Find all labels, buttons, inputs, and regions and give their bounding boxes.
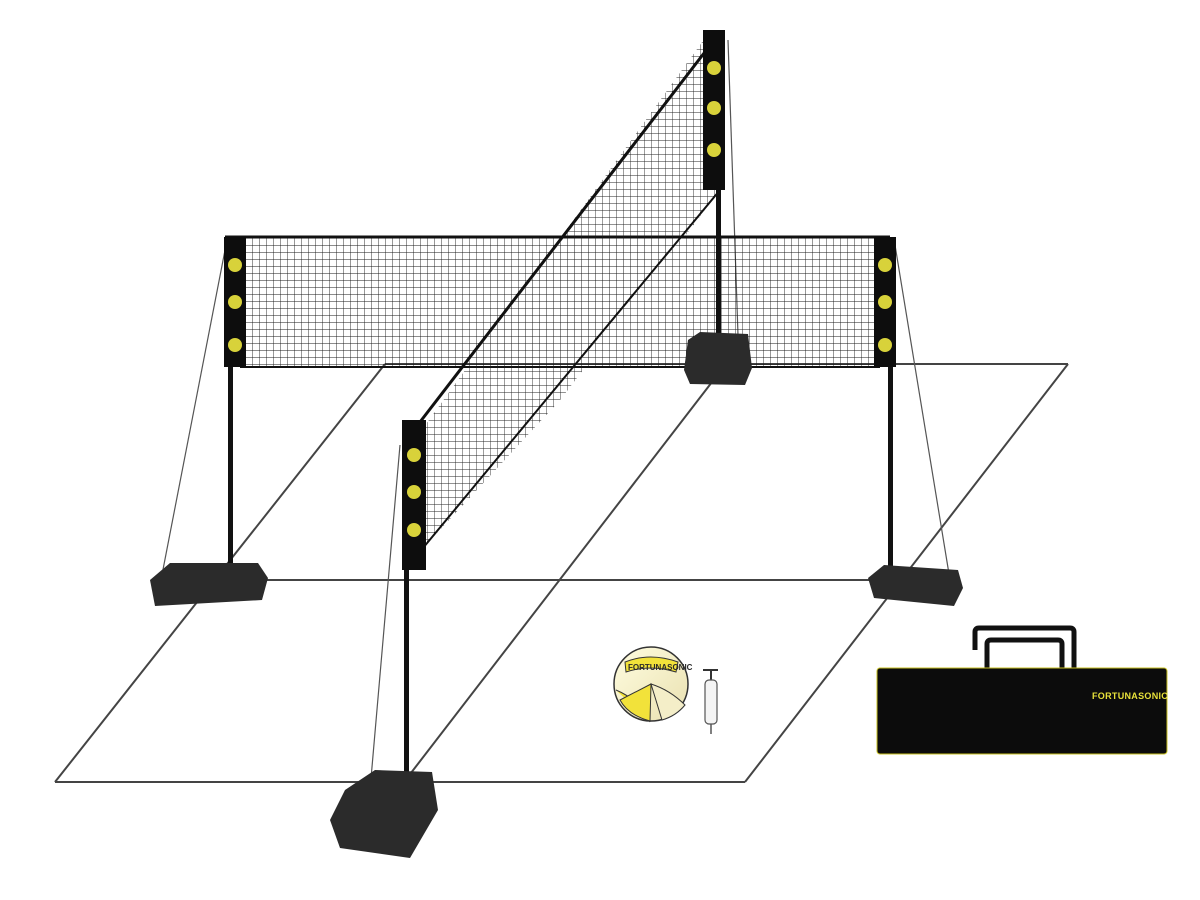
volleyball-logo-icon bbox=[407, 448, 421, 537]
front-pole bbox=[402, 420, 426, 780]
volleyball-icon: FORTUNASONIC bbox=[613, 646, 693, 723]
right-pole bbox=[874, 237, 896, 577]
weighted-bases bbox=[150, 332, 963, 858]
hand-pump-icon bbox=[703, 669, 718, 734]
back-pole bbox=[703, 30, 725, 350]
back-base bbox=[684, 332, 752, 385]
front-base bbox=[330, 770, 438, 858]
right-base bbox=[868, 565, 963, 606]
volleyball-logo-icon bbox=[228, 258, 242, 352]
left-base bbox=[150, 563, 268, 606]
volleyball-logo-icon bbox=[878, 258, 892, 352]
left-pole bbox=[224, 237, 246, 567]
guy-ropes bbox=[159, 39, 951, 791]
volleyball-logo-icon bbox=[707, 61, 721, 157]
ball-brand-text: FORTUNASONIC bbox=[628, 663, 693, 672]
diagonal-net bbox=[408, 34, 721, 549]
bag-brand-text: FORTUNASONIC bbox=[1092, 691, 1168, 701]
carry-bag-icon: FORTUNASONIC bbox=[876, 625, 1168, 755]
